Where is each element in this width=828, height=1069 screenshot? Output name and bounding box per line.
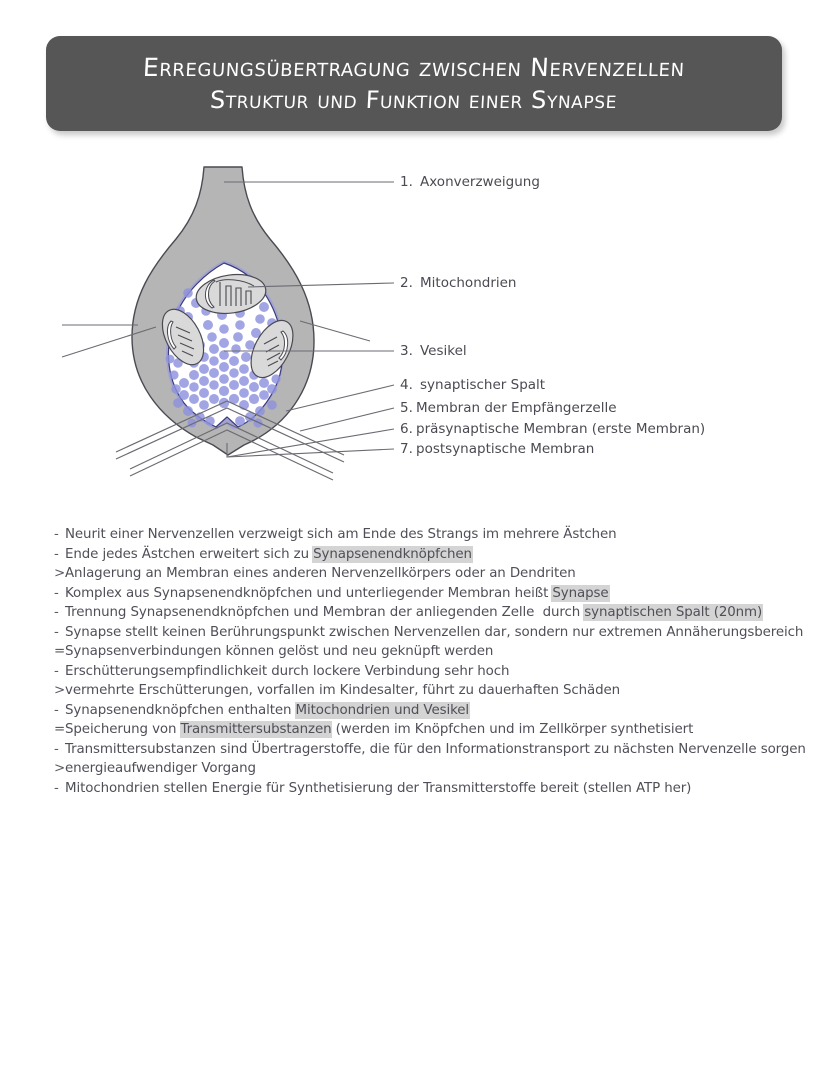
note-bullet: -	[54, 585, 59, 601]
diagram-legend: 1. Axonverzweigung 2. Mitochondrien 3. V…	[400, 174, 705, 457]
note-row: =Speicherung von Transmittersubstanzen (…	[54, 722, 774, 742]
note-row: -Synapse stellt keinen Berührungspunkt z…	[54, 624, 803, 645]
note-bullet: >	[54, 566, 66, 581]
note-row: -Neurit einer Nervenzellen verzweigt sic…	[54, 527, 774, 547]
note-bullet: -	[54, 780, 59, 796]
note-text: Speicherung von	[65, 722, 181, 737]
note-row: -Mitochondrien stellen Energie für Synth…	[54, 781, 774, 801]
note-row: -Trennung Synapsenendknöpfchen und Membr…	[54, 605, 774, 625]
mitochondrion-right	[250, 319, 294, 379]
legend-num-5: 5.	[400, 400, 413, 416]
legend-label-3: Vesikel	[420, 343, 467, 359]
note-row: -Erschütterungsempfindlichkeit durch loc…	[54, 664, 774, 684]
synapse-diagram: 1. Axonverzweigung 2. Mitochondrien 3. V…	[28, 155, 788, 485]
note-row: >vermehrte Erschütterungen, vorfallen im…	[54, 683, 774, 703]
note-bullet: =	[54, 722, 66, 737]
note-bullet: -	[54, 741, 59, 757]
note-text: vermehrte Erschütterungen, vorfallen im …	[65, 683, 621, 698]
note-bullet: -	[54, 702, 59, 718]
note-text: Synapse stellt keinen Berührungspunkt zw…	[65, 624, 804, 640]
note-row: >energieaufwendiger Vorgang	[54, 761, 774, 781]
note-row: -Komplex aus Synapsenendknöpfchen und un…	[54, 585, 774, 606]
mitochondrion-left	[161, 308, 205, 366]
page-title-line-1: Erregungsübertragung zwischen Nervenzell…	[142, 53, 686, 82]
page-title-line-2: Struktur und Funktion einer Synapse	[209, 86, 619, 114]
note-row: =Synapsenverbindungen können gelöst und …	[54, 644, 774, 664]
note-text: energieaufwendiger Vorgang	[65, 761, 256, 776]
note-bullet: -	[54, 605, 59, 620]
note-text: Ende jedes Ästchen erweitert sich zu	[65, 546, 314, 562]
note-text: Trennung Synapsenendknöpfchen und Membra…	[65, 605, 585, 620]
note-text: Komplex aus Synapsenendknöpfchen und unt…	[65, 585, 553, 601]
note-bullet: -	[54, 527, 59, 542]
note-bullet: -	[54, 546, 59, 562]
note-bullet: -	[54, 663, 59, 679]
note-text: Transmittersubstanzen sind Übertragersto…	[65, 741, 806, 757]
note-text: Synapsenendknöpfchen enthalten	[65, 702, 296, 718]
mitochondrion-top	[195, 273, 267, 315]
note-row: -Transmittersubstanzen sind Übertragerst…	[54, 741, 806, 762]
page-title-banner: Erregungsübertragung zwischen Nervenzell…	[46, 36, 782, 131]
legend-label-6: präsynaptische Membran (erste Membran)	[416, 421, 705, 437]
legend-num-4: 4.	[400, 377, 413, 393]
legend-label-1: Axonverzweigung	[420, 174, 540, 190]
note-text: Neurit einer Nervenzellen verzweigt sich…	[65, 527, 617, 542]
notes-list: -Neurit einer Nervenzellen verzweigt sic…	[54, 527, 806, 801]
leader-lines	[61, 181, 395, 458]
note-highlight: Mitochondrien und Vesikel	[295, 702, 470, 718]
legend-num-6: 6.	[400, 421, 413, 437]
note-highlight: synaptischen Spalt (20nm)	[584, 605, 763, 620]
legend-num-2: 2.	[400, 275, 413, 291]
note-bullet: =	[54, 644, 66, 659]
note-bullet: -	[54, 624, 59, 640]
note-row: -Synapsenendknöpfchen enthalten Mitochon…	[54, 702, 774, 723]
legend-label-2: Mitochondrien	[420, 275, 516, 291]
note-bullet: >	[54, 683, 66, 698]
legend-label-4: synaptischer Spalt	[420, 377, 545, 393]
note-text: Erschütterungsempfindlichkeit durch lock…	[65, 663, 510, 679]
legend-label-5: Membran der Empfängerzelle	[416, 400, 617, 416]
note-text: Anlagerung an Membran eines anderen Nerv…	[65, 566, 576, 581]
note-text: (werden im Knöpfchen und im Zellkörper s…	[331, 722, 694, 737]
note-row: -Ende jedes Ästchen erweitert sich zu Sy…	[54, 546, 774, 567]
note-text: Mitochondrien stellen Energie für Synthe…	[65, 780, 692, 796]
legend-label-7: postsynaptische Membran	[416, 441, 594, 457]
note-highlight: Synapse	[552, 585, 609, 601]
note-highlight: Synapsenendknöpfchen	[313, 546, 472, 562]
note-bullet: >	[54, 761, 66, 776]
legend-num-7: 7.	[400, 441, 413, 457]
legend-num-1: 1.	[400, 174, 413, 190]
note-row: >Anlagerung an Membran eines anderen Ner…	[54, 566, 774, 586]
note-highlight: Transmittersubstanzen	[180, 722, 332, 737]
legend-num-3: 3.	[400, 343, 413, 359]
note-text: Synapsenverbindungen können gelöst und n…	[65, 644, 494, 659]
